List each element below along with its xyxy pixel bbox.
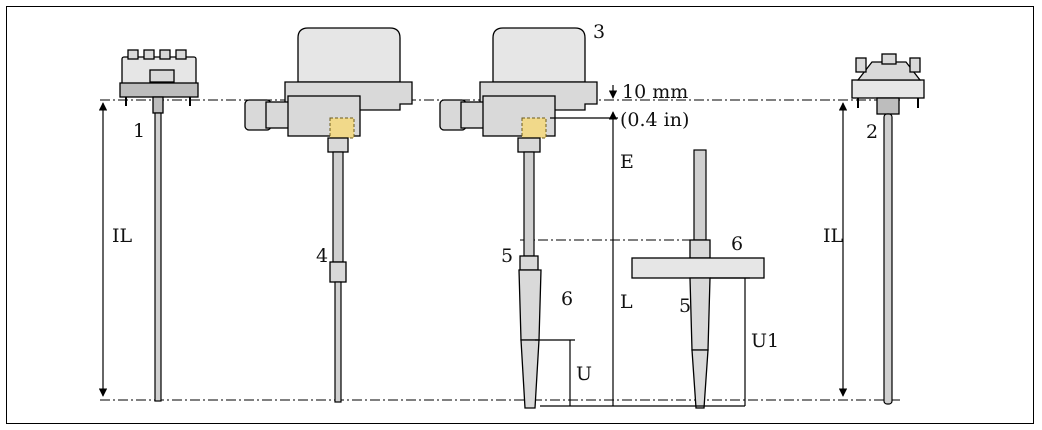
label-1: 1 (133, 120, 145, 142)
insert-1 (119, 49, 199, 402)
label-il-right: IL (823, 225, 844, 247)
label-e: E (620, 151, 634, 173)
figure-frame (6, 6, 1034, 424)
label-l: L (620, 291, 633, 313)
label-3: 3 (593, 21, 605, 43)
label-0-4-in: (0.4 in) (620, 109, 689, 131)
insert-2 (851, 53, 925, 405)
label-4: 4 (316, 245, 328, 267)
label-u1: U1 (751, 330, 779, 352)
flanged-thermowell (631, 149, 765, 409)
label-u: U (576, 363, 592, 385)
label-il-left: IL (112, 225, 133, 247)
label-10-mm: 10 mm (622, 81, 688, 103)
label-6-flange: 6 (731, 233, 743, 255)
label-2: 2 (866, 121, 878, 143)
label-5-thermowell: 5 (501, 245, 513, 267)
label-5-flange: 5 (679, 295, 691, 317)
head-assembly-4 (244, 27, 413, 403)
label-6-thermowell: 6 (561, 288, 573, 310)
head-assembly-3 (439, 27, 598, 409)
